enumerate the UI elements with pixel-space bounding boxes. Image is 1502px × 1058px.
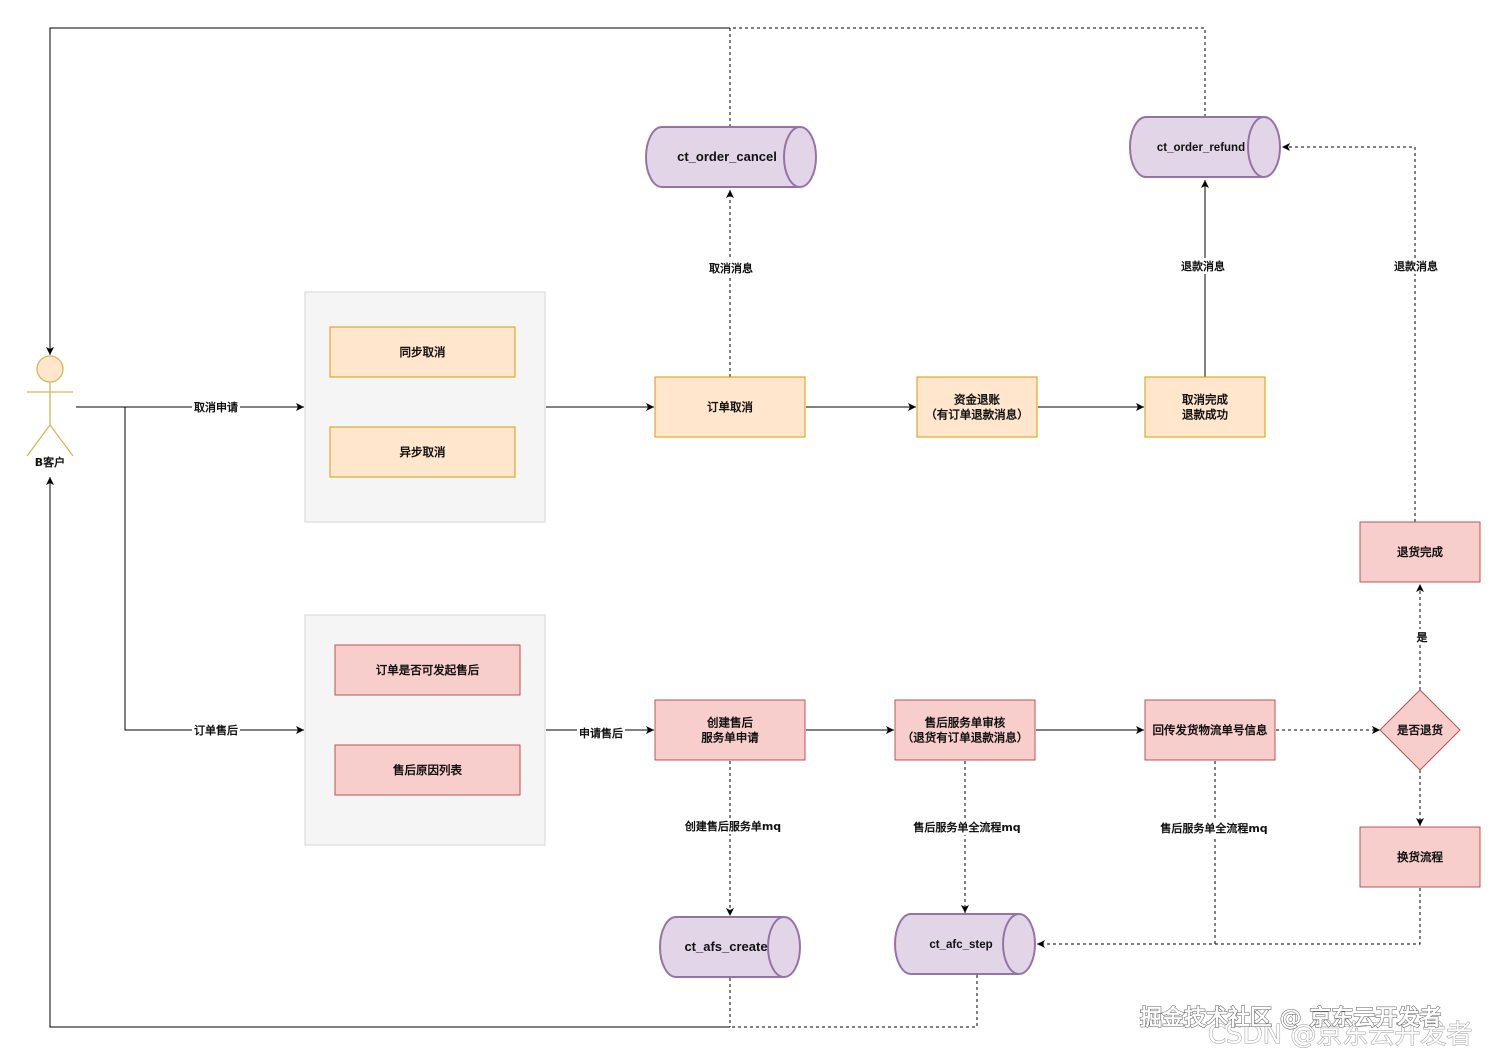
ct-order-refund-queue-text: ct_order_refund: [1157, 142, 1245, 154]
is-return-decision: 是否退货: [1379, 689, 1461, 771]
edge-label-apply-afs: 申请售后: [577, 725, 625, 741]
upload-logistics-node-text-0: 回传发货物流单号信息: [1153, 723, 1268, 737]
create-afs-node-text-0: 创建售后: [706, 716, 753, 730]
order-cancel-node-text-0: 订单取消: [707, 400, 753, 414]
exchange-flow-node-text-0: 换货流程: [1397, 850, 1443, 864]
dashed-edges: [726, 27, 1424, 1028]
edge-label-afs-flow-mq-2-text: 售后服务单全流程mq: [1159, 821, 1267, 835]
watermark-line1: 掘金技术社区 @ 京东云开发者: [1140, 1005, 1441, 1031]
actor-b-customer: [26, 355, 74, 457]
edge-label-afs-flow-mq-1: 售后服务单全流程mq: [910, 819, 1024, 835]
ct-order-cancel-queue: ct_order_cancel: [645, 126, 817, 188]
watermark-line2: CSDN @京东云开发者: [1208, 1020, 1472, 1050]
upload-logistics-node: 回传发货物流单号信息: [1144, 699, 1276, 761]
ct-afc-step-queue-text: ct_afc_step: [929, 939, 992, 951]
edge-label-yes-text: 是: [1416, 631, 1429, 644]
afs-audit-node-text-0: 售后服务单审核: [924, 716, 1006, 730]
edge-label-refund-msg-2: 退款消息: [1392, 258, 1440, 274]
sync-cancel-box: 同步取消: [329, 326, 516, 378]
afs-eligible-box: 订单是否可发起售后: [334, 644, 521, 696]
afs-reason-box: 售后原因列表: [334, 744, 521, 796]
return-done-node: 退货完成: [1359, 521, 1481, 583]
ct-afs-create-queue-text: ct_afs_create: [684, 939, 767, 954]
return-done-node-text-0: 退货完成: [1397, 545, 1443, 559]
cancel-done-node-text-0: 取消完成: [1182, 393, 1228, 407]
edge-label-refund-msg-2-text: 退款消息: [1394, 259, 1438, 273]
ct-afs-create-queue: ct_afs_create: [659, 916, 801, 978]
create-afs-node-text-1: 服务单申请: [701, 731, 759, 745]
watermark: CSDN @京东云开发者 掘金技术社区 @ 京东云开发者: [1140, 1005, 1473, 1051]
fund-refund-node: 资金退账（有订单退款消息）: [916, 376, 1038, 438]
edge-label-cancel-apply: 取消申请: [192, 399, 240, 415]
edge-label-refund-msg-1-text: 退款消息: [1181, 259, 1225, 273]
edge-label-cancel-msg-text: 取消消息: [709, 261, 753, 275]
fund-refund-node-text-1: （有订单退款消息）: [925, 408, 1029, 422]
edge-label-create-afs-mq: 创建售后服务单mq: [681, 818, 785, 834]
afs-eligible-box-text-0: 订单是否可发起售后: [376, 663, 480, 677]
edge-label-apply-afs-text: 申请售后: [579, 726, 623, 740]
cancel-done-node-text-1: 退款成功: [1182, 408, 1228, 422]
afs-audit-node-text-1: （退货有订单退款消息）: [902, 731, 1029, 745]
ct-order-cancel-queue-text: ct_order_cancel: [677, 149, 777, 164]
exchange-flow-node: 换货流程: [1359, 826, 1481, 888]
edge-label-order-afs-text: 订单售后: [194, 723, 238, 737]
edge-label-afs-flow-mq-1-text: 售后服务单全流程mq: [912, 820, 1020, 834]
is-return-decision-text: 是否退货: [1396, 723, 1443, 737]
edge-label-yes: 是: [1414, 629, 1430, 645]
edge-return-done-refund-queue: [1282, 143, 1416, 522]
edge-top-actor: [46, 27, 730, 355]
async-cancel-box-text-0: 异步取消: [400, 445, 446, 459]
edge-actor-afs-group: [124, 407, 304, 734]
edges: [46, 27, 1209, 1028]
edge-label-create-afs-mq-text: 创建售后服务单mq: [684, 819, 781, 833]
edge-label-cancel-apply-text: 取消申请: [194, 400, 238, 414]
edge-label-cancel-msg: 取消消息: [707, 260, 755, 276]
afs-audit-node: 售后服务单审核（退货有订单退款消息）: [894, 699, 1036, 761]
edge-label-afs-flow-mq-2: 售后服务单全流程mq: [1157, 820, 1271, 836]
fund-refund-node-text-0: 资金退账: [954, 393, 1000, 407]
ct-order-refund-queue: ct_order_refund: [1129, 116, 1281, 178]
sync-cancel-box-text-0: 同步取消: [400, 345, 446, 359]
edge-afc-step-bottom: [730, 975, 978, 1028]
edge-label-refund-msg-1: 退款消息: [1179, 258, 1227, 274]
actor-label: B客户: [35, 455, 65, 469]
edge-refund-queue-top: [730, 27, 1206, 117]
afs-reason-box-text-0: 售后原因列表: [392, 763, 462, 777]
edge-exchange-afc-step: [1037, 888, 1421, 948]
ct-afc-step-queue: ct_afc_step: [894, 913, 1036, 975]
order-cancel-node: 订单取消: [654, 376, 806, 438]
edge-label-order-afs: 订单售后: [192, 722, 240, 738]
edge-bottom-return-actor: [46, 477, 730, 1028]
async-cancel-box: 异步取消: [329, 426, 516, 478]
